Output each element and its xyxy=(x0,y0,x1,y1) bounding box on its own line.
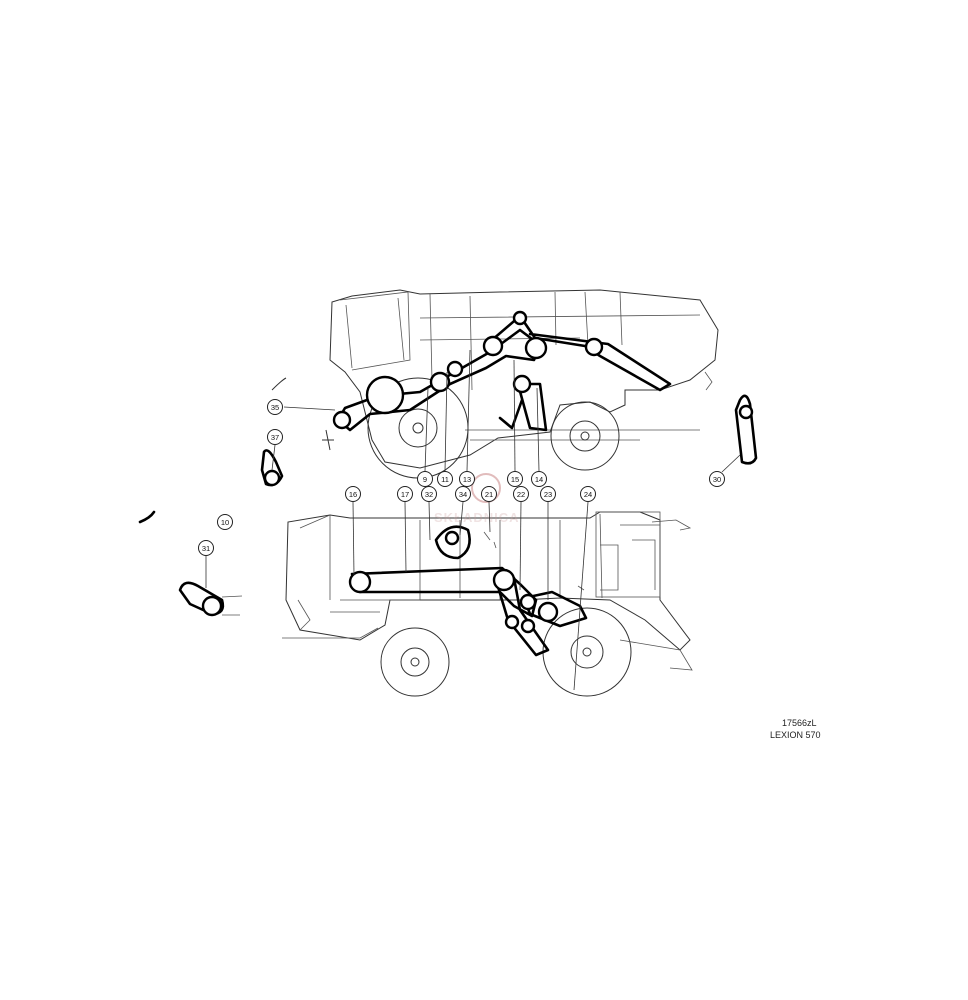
callout-leader-9 xyxy=(424,387,429,472)
svg-text:SKŁADNICA: SKŁADNICA xyxy=(434,510,520,525)
callout-30: 30 xyxy=(709,454,741,487)
callouts: 35 37 10 31 9 11 13 15 14 30 16 17 32 34 21 22 23 24 xyxy=(198,349,741,691)
callout-leader-34 xyxy=(459,501,464,536)
callout-balloon-32 xyxy=(421,486,437,502)
callout-balloon-21 xyxy=(481,486,497,502)
belt-23 xyxy=(522,590,588,628)
callout-16: 16 xyxy=(345,486,361,576)
callout-34: 34 xyxy=(455,486,471,536)
callout-balloon-37 xyxy=(267,429,283,445)
callout-label-23: 23 xyxy=(544,490,552,499)
model-label: LEXION 570 xyxy=(770,730,821,740)
belt-34 xyxy=(434,525,471,560)
callout-11: 11 xyxy=(437,371,453,487)
callout-balloon-10 xyxy=(217,514,233,530)
callout-label-17: 17 xyxy=(401,490,409,499)
callout-label-15: 15 xyxy=(511,475,519,484)
callout-leader-30 xyxy=(721,454,741,473)
callout-leader-22 xyxy=(519,501,522,591)
combine-top-view xyxy=(271,289,719,479)
callout-balloon-13 xyxy=(459,471,475,487)
callout-label-16: 16 xyxy=(349,490,357,499)
callout-17: 17 xyxy=(397,486,413,573)
callout-balloon-11 xyxy=(437,471,453,487)
callout-balloon-16 xyxy=(345,486,361,502)
callout-leader-11 xyxy=(444,371,448,472)
callout-leader-13 xyxy=(466,349,471,472)
callout-22: 22 xyxy=(513,486,529,591)
rear-wheel-bottom xyxy=(380,627,450,697)
callout-23: 23 xyxy=(540,486,556,600)
belt-vertical-top xyxy=(516,382,548,432)
callout-leader-37 xyxy=(271,444,276,471)
callout-24: 24 xyxy=(573,486,596,691)
callout-label-13: 13 xyxy=(463,475,471,484)
callout-leader-17 xyxy=(404,501,407,573)
callout-leader-24 xyxy=(573,501,589,691)
callout-label-37: 37 xyxy=(271,433,279,442)
callout-label-21: 21 xyxy=(485,490,493,499)
callout-label-34: 34 xyxy=(459,490,467,499)
callout-balloon-34 xyxy=(455,486,471,502)
callout-leader-15 xyxy=(513,359,516,472)
callout-balloon-17 xyxy=(397,486,413,502)
combine-bottom-view xyxy=(282,511,693,697)
callout-leader-21 xyxy=(488,501,491,533)
callout-balloon-22 xyxy=(513,486,529,502)
callout-label-32: 32 xyxy=(425,490,433,499)
callout-label-14: 14 xyxy=(535,475,543,484)
callout-balloon-9 xyxy=(417,471,433,487)
callout-balloon-15 xyxy=(507,471,523,487)
callout-balloon-31 xyxy=(198,540,214,556)
belt-30-detail xyxy=(734,394,758,465)
callout-balloon-14 xyxy=(531,471,547,487)
callout-leader-35 xyxy=(283,406,336,411)
callout-balloon-35 xyxy=(267,399,283,415)
callout-15: 15 xyxy=(507,359,523,487)
callout-14: 14 xyxy=(531,387,547,487)
callout-13: 13 xyxy=(459,349,475,487)
callout-10: 10 xyxy=(217,514,233,530)
belt-31-detail xyxy=(178,581,243,617)
callout-label-24: 24 xyxy=(584,490,592,499)
callout-leader-14 xyxy=(536,387,540,472)
callout-label-31: 31 xyxy=(202,544,210,553)
callout-label-10: 10 xyxy=(221,518,229,527)
callout-label-35: 35 xyxy=(271,403,279,412)
front-wheel-bottom xyxy=(542,607,632,697)
callout-label-9: 9 xyxy=(423,475,427,484)
callout-leader-32 xyxy=(428,501,431,541)
drawing-code: 17566zL xyxy=(782,718,817,728)
rear-wheel-top xyxy=(550,401,620,471)
belt-main-top xyxy=(483,314,672,392)
callout-31: 31 xyxy=(198,540,214,588)
callout-32: 32 xyxy=(421,486,437,541)
callout-35: 35 xyxy=(267,399,336,415)
callout-balloon-30 xyxy=(709,471,725,487)
callout-label-30: 30 xyxy=(713,475,721,484)
callout-9: 9 xyxy=(417,387,433,487)
callout-21: 21 xyxy=(481,486,497,533)
watermark: SKŁADNICA xyxy=(434,473,520,525)
callout-37: 37 xyxy=(267,429,283,471)
callout-leader-16 xyxy=(352,501,355,576)
callout-label-22: 22 xyxy=(517,490,525,499)
belt-37-detail xyxy=(260,449,284,487)
callout-balloon-23 xyxy=(540,486,556,502)
callout-balloon-24 xyxy=(580,486,596,502)
callout-label-11: 11 xyxy=(441,475,449,484)
hook-left xyxy=(138,510,156,524)
